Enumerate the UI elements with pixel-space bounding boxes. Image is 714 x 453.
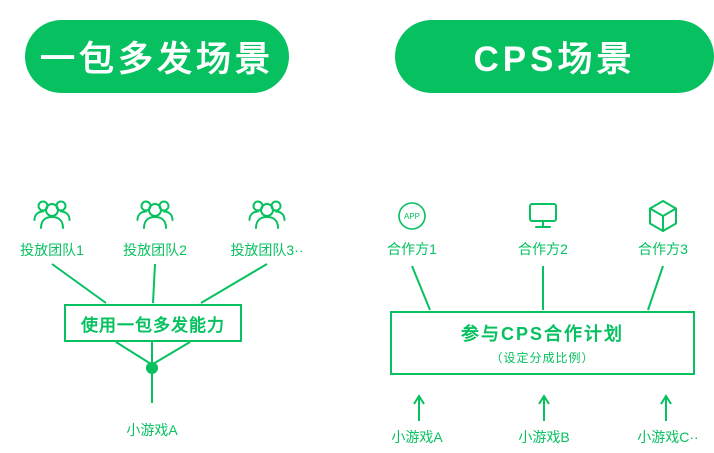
minigame-label-2: 小游戏B bbox=[518, 429, 570, 445]
team-label: 投放团队1 bbox=[20, 242, 84, 258]
team-label: 投放团队2 bbox=[123, 242, 187, 258]
section-header-right: CPS场景 bbox=[395, 20, 714, 93]
cube-icon bbox=[647, 200, 679, 232]
monitor-icon bbox=[526, 200, 560, 232]
app-circle-icon: APP bbox=[397, 200, 427, 232]
minigame-label-3: 小游戏C·· bbox=[637, 429, 699, 445]
partner-label: 合作方1 bbox=[387, 241, 437, 257]
up-arrow-3 bbox=[660, 394, 672, 421]
partner-label: 合作方2 bbox=[518, 241, 568, 257]
partner-node-1: APP 合作方1 bbox=[362, 200, 462, 259]
app-icon-text: APP bbox=[404, 212, 420, 221]
capability-box: 使用一包多发能力 bbox=[64, 304, 242, 342]
right-connector-lines bbox=[411, 265, 664, 311]
team-node-1: 投放团队1 bbox=[2, 193, 102, 260]
up-arrow-1 bbox=[413, 394, 425, 421]
team-node-2: 投放团队2 bbox=[105, 193, 205, 260]
people-group-icon bbox=[135, 193, 175, 233]
section-header-left-label: 一包多发场景 bbox=[39, 40, 274, 79]
people-group-icon bbox=[247, 193, 287, 233]
cps-box-subtitle: （设定分成比例） bbox=[490, 351, 595, 365]
partner-node-3: 合作方3 bbox=[613, 200, 713, 259]
capability-box-label: 使用一包多发能力 bbox=[81, 315, 225, 335]
cps-plan-box: 参与CPS合作计划 （设定分成比例） bbox=[390, 311, 695, 375]
team-node-3: 投放团队3·· bbox=[217, 193, 317, 260]
minigame-label-1: 小游戏A bbox=[391, 429, 443, 445]
people-group-icon bbox=[32, 193, 72, 233]
merge-dot bbox=[146, 362, 158, 374]
minigame-label-left: 小游戏A bbox=[126, 422, 178, 438]
partner-node-2: 合作方2 bbox=[493, 200, 593, 259]
up-arrow-2 bbox=[538, 394, 550, 421]
cps-box-title: 参与CPS合作计划 bbox=[460, 324, 624, 344]
team-label: 投放团队3·· bbox=[230, 242, 304, 258]
section-header-left: 一包多发场景 bbox=[25, 20, 289, 93]
section-header-right-label: CPS场景 bbox=[473, 40, 636, 79]
partner-label: 合作方3 bbox=[638, 241, 688, 257]
